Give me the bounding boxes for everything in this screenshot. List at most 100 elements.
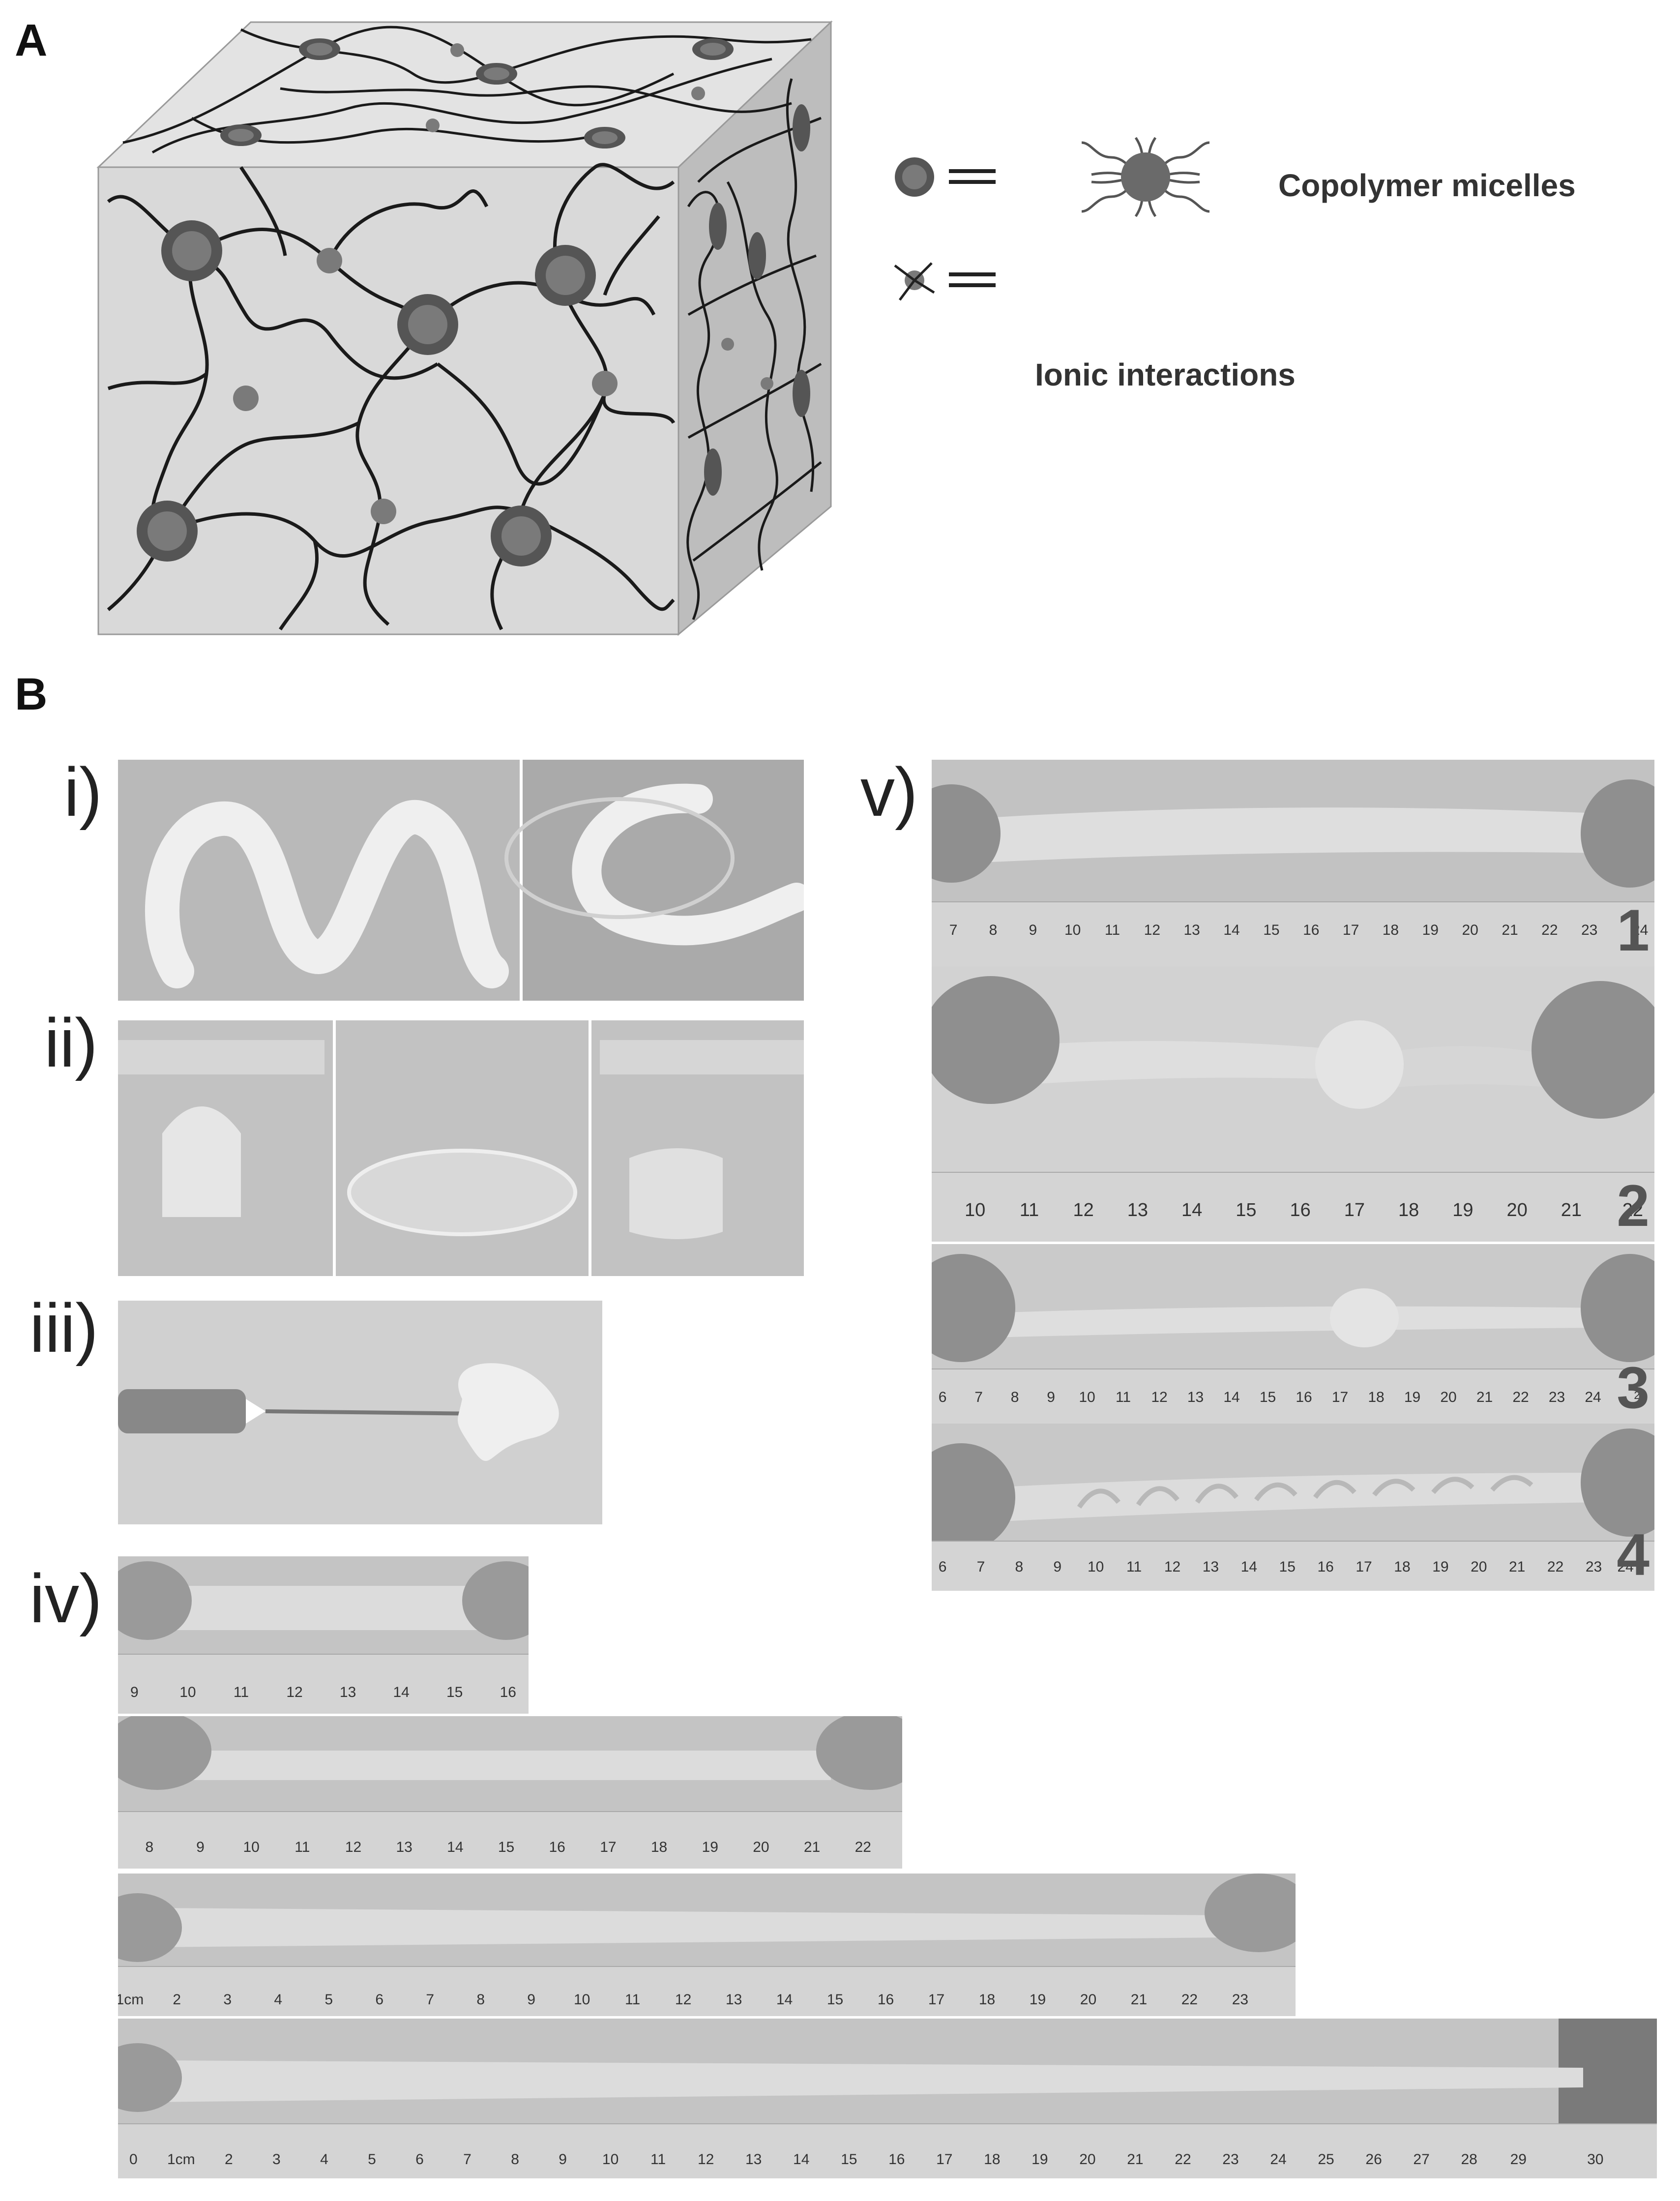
ruler-number: 22 (1547, 1559, 1564, 1575)
ruler-number: 15 (1236, 1200, 1257, 1220)
ruler-number: 26 (1365, 2151, 1382, 2168)
ruler-number: 4 (274, 1992, 283, 2008)
ruler-number: 11 (1019, 1200, 1039, 1220)
ruler-number: 16 (500, 1684, 516, 1700)
ruler-number: 10 (243, 1839, 260, 1855)
ruler-number: 10 (1079, 1389, 1095, 1405)
ruler-number: 14 (1181, 1200, 1203, 1220)
photo-iv-stretch-2: 8 9 10 11 12 13 14 15 16 17 18 19 20 21 … (118, 1716, 902, 1869)
ruler-number: 12 (345, 1839, 362, 1855)
photo-iv-stretch-4: 0 1cm 2 3 4 5 6 7 8 9 10 11 12 13 14 15 … (118, 2019, 1657, 2178)
ruler-number: 8 (476, 1992, 485, 2008)
ruler-number: 22 (1175, 2151, 1191, 2168)
ruler-number: 15 (1279, 1559, 1296, 1575)
ruler-number: 22 (855, 1839, 871, 1855)
ruler-number: 12 (1164, 1559, 1181, 1575)
ruler-number: 13 (1127, 1200, 1149, 1220)
ruler-number: 9 (559, 2151, 567, 2168)
ruler-number: 10 (1088, 1559, 1104, 1575)
ruler-number: 17 (1331, 1389, 1349, 1405)
ruler-iv-4: 0 1cm 2 3 4 5 6 7 8 9 10 11 12 13 14 15 … (118, 2123, 1657, 2178)
ruler-number: 12 (697, 2151, 714, 2168)
ruler-number: 21 (803, 1839, 821, 1855)
ruler-number: 8 (511, 2151, 519, 2168)
ruler-number: 28 (1461, 2151, 1477, 2168)
subpanel-label-i: i) (64, 753, 102, 831)
legend-micelle-symbol (894, 137, 1210, 301)
ruler-number: 5 (324, 1992, 333, 2008)
ruler-number: 13 (396, 1839, 413, 1855)
ruler-number: 13 (1183, 922, 1200, 938)
ruler-number: 22 (1622, 1200, 1644, 1220)
hydrogel-network-cube (96, 20, 833, 636)
ruler-number: 18 (984, 2151, 1001, 2168)
ruler-number: 12 (286, 1684, 303, 1700)
ruler-number: 14 (776, 1992, 793, 2008)
ruler-iv-2: 8 9 10 11 12 13 14 15 16 17 18 19 20 21 … (118, 1811, 902, 1869)
ruler-number: 17 (936, 2151, 953, 2168)
photo-iv-stretch-3: 1cm 2 3 4 5 6 7 8 9 10 11 12 13 14 15 16… (118, 1874, 1296, 2016)
ruler-number: 24 (1631, 922, 1649, 938)
photo-iv-stretch-1: 9 10 11 12 13 14 15 16 (118, 1556, 529, 1714)
photo-v-twist-4: 6 7 8 9 10 11 12 13 14 15 16 17 18 19 20… (932, 1424, 1654, 1591)
subpanel-label-iv: iv) (29, 1560, 102, 1637)
ruler-number: 9 (196, 1839, 205, 1855)
ruler-number: 13 (339, 1684, 356, 1700)
ruler-number: 23 (1585, 1559, 1602, 1575)
ruler-number: 7 (974, 1389, 983, 1405)
ruler-number: 14 (1240, 1559, 1258, 1575)
ruler-number: 20 (1471, 1559, 1487, 1575)
photo-v-stretch-1: 7 8 9 10 11 12 13 14 15 16 17 18 19 20 2… (932, 760, 1654, 966)
ruler-number: 11 (1115, 1389, 1131, 1405)
ruler-number: 17 (1342, 922, 1359, 938)
ruler-number: 24 (1270, 2151, 1287, 2168)
ruler-number: 15 (826, 1992, 844, 2008)
ruler-number: 18 (978, 1992, 996, 2008)
ruler-number: 8 (1010, 1389, 1019, 1405)
sequence-number-3: 3 (1617, 1355, 1650, 1421)
ruler-number: 10 (179, 1684, 196, 1700)
ruler-number: 9 (130, 1684, 139, 1700)
ruler-number: 9 (527, 1992, 535, 2008)
ruler-number: 14 (1223, 922, 1240, 938)
ruler-number: 18 (1394, 1559, 1411, 1575)
ruler-number: 12 (675, 1992, 692, 2008)
ruler-number: 12 (1073, 1200, 1094, 1220)
ruler-number: 23 (1222, 2151, 1239, 2168)
ruler-number: 16 (1290, 1200, 1311, 1220)
ruler-number: 15 (1259, 1389, 1276, 1405)
ruler-number: 29 (1510, 2151, 1527, 2168)
ruler-number: 6 (375, 1992, 384, 2008)
ruler-number: 10 (1064, 922, 1081, 938)
ruler-number: 1cm (167, 2151, 195, 2168)
ruler-number: 25 (1318, 2151, 1334, 2168)
ruler-number: 19 (1404, 1389, 1421, 1405)
ruler-number: 17 (1356, 1559, 1372, 1575)
ruler-number: 17 (928, 1992, 945, 2008)
ruler-number: 15 (841, 2151, 857, 2168)
ruler-v-2: 10 11 12 13 14 15 16 17 18 19 20 21 22 2 (932, 1172, 1654, 1242)
ruler-number: 18 (1382, 922, 1399, 938)
ruler-number: 21 (1502, 922, 1518, 938)
photo-iii-injectable-syringe (118, 1301, 602, 1524)
ruler-number: 15 (446, 1684, 463, 1700)
ruler-number: 20 (1462, 922, 1478, 938)
ruler-number: 14 (447, 1839, 464, 1855)
ruler-number: 19 (1452, 1200, 1474, 1220)
ruler-number: 19 (1032, 2151, 1048, 2168)
ruler-number: 24 (1585, 1389, 1601, 1405)
ruler-number: 11 (1126, 1559, 1142, 1575)
ruler-number: 14 (1223, 1389, 1240, 1405)
ruler-number: 19 (1432, 1559, 1449, 1575)
ruler-number: 14 (793, 2151, 810, 2168)
ruler-number: 7 (976, 1559, 985, 1575)
ruler-number: 20 (1079, 2151, 1096, 2168)
ruler-number: 13 (1202, 1559, 1219, 1575)
ruler-number: 21 (1130, 1992, 1148, 2008)
ruler-number: 15 (1263, 922, 1280, 938)
ruler-number: 30 (1587, 2151, 1604, 2168)
ruler-number: 17 (600, 1839, 617, 1855)
photo-ii-molded-shapes (118, 1020, 804, 1276)
sequence-number-1: 1 (1617, 897, 1650, 963)
subpanel-label-v: v) (860, 753, 918, 831)
